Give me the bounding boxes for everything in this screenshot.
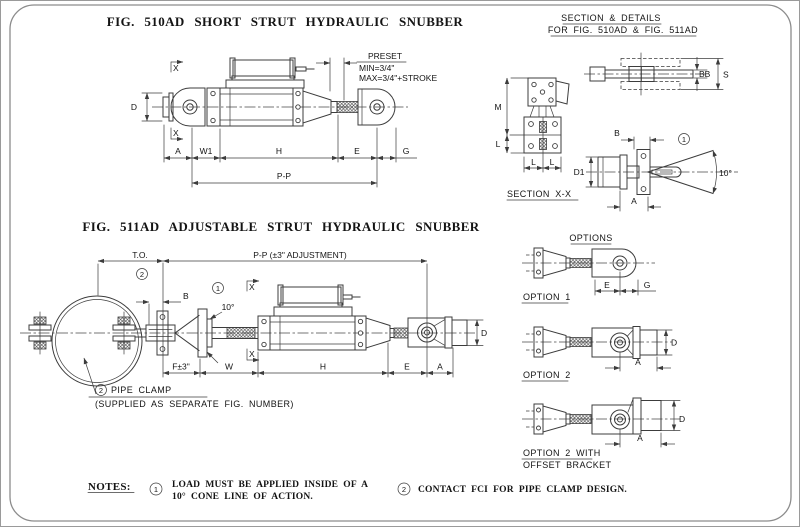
preset-max: MAX=3/4"+STROKE — [359, 73, 437, 83]
option-2-offset: D A OPTION 2 WITH OFFSET BRACKET — [521, 397, 685, 470]
note-ref-1: 1 — [682, 135, 686, 144]
fig510-dim-chain: A W1 H E G P-P — [163, 114, 417, 188]
rod-end-detail: BB S — [584, 52, 729, 96]
fig510-preset-dim: PRESET MIN=3/4" MAX=3/4"+STROKE — [316, 51, 437, 101]
dim-label-g: G — [403, 146, 410, 156]
dim-label-l-bottom1: L — [531, 157, 536, 167]
dim-label-h: H — [276, 146, 282, 156]
dim-label-s: S — [723, 70, 729, 80]
fig511-title: FIG. 511AD ADJUSTABLE STRUT HYDRAULIC SN… — [82, 219, 479, 234]
dim-label-a: A — [635, 357, 641, 367]
dim-label-f: F±3" — [172, 362, 190, 372]
fig511-dim-b: B — [136, 291, 189, 325]
dim-label-b: B — [183, 291, 189, 301]
dim-label-pp: P-P (±3" ADJUSTMENT) — [253, 250, 347, 260]
dim-label-a: A — [631, 196, 637, 206]
section-details: SECTION & DETAILS FOR FIG. 510AD & FIG. … — [494, 13, 738, 212]
option-2: D A OPTION 2 — [521, 326, 677, 382]
fig511-section-marker-bottom: X — [246, 348, 260, 363]
fig511-callouts: 1 2 10° — [136, 268, 235, 364]
dim-label-w: W — [225, 362, 233, 372]
option2-offset-label1: OPTION 2 WITH — [523, 448, 601, 458]
fig510-dim-d: D — [131, 92, 163, 122]
fig511-top-dims: T.O. P-P (±3" ADJUSTMENT) — [97, 250, 428, 378]
dim-label-d1: D1 — [574, 167, 585, 177]
note2-ref: 2 — [402, 485, 406, 494]
preset-min: MIN=3/4" — [359, 63, 394, 73]
pipe-clamp-note: (SUPPLIED AS SEPARATE FIG. NUMBER) — [95, 399, 294, 409]
section-x-label: X — [249, 282, 255, 292]
fig511-cylinder — [257, 284, 409, 351]
dim-label-d: D — [671, 338, 677, 348]
note1-ref-circle — [149, 482, 163, 496]
note-ref-1: 1 — [216, 284, 220, 293]
dim-label-g: G — [644, 280, 651, 290]
dim-label-l-bottom2: L — [550, 157, 555, 167]
dim-label-a: A — [637, 433, 643, 443]
section-x-label: X — [173, 128, 179, 138]
fig511-dim-d: D — [465, 319, 487, 346]
section-x-label: X — [249, 349, 255, 359]
option1-label: OPTION 1 — [523, 292, 571, 302]
options-heading: OPTIONS — [569, 233, 612, 243]
option2-offset-label2: OFFSET BRACKET — [523, 460, 612, 470]
dim-label-angle: 10° — [719, 168, 732, 178]
fig511-eye-block — [407, 316, 468, 349]
note1-ref: 1 — [154, 485, 158, 494]
note2-line: CONTACT FCI FOR PIPE CLAMP DESIGN. — [418, 485, 627, 495]
pipe-clamp-label: PIPE CLAMP — [111, 385, 172, 395]
dim-label-e: E — [604, 280, 610, 290]
section-details-heading1: SECTION & DETAILS — [561, 13, 661, 23]
dim-label-a: A — [175, 146, 181, 156]
note-ref-1-circle — [678, 133, 690, 145]
fig511-dim-chain: F±3" W H E A — [162, 342, 454, 378]
section-x-label: X — [173, 63, 179, 73]
dim-label-d: D — [131, 102, 137, 112]
cone-detail: 10° B 1 D1 A — [574, 128, 738, 212]
option-1: E G OPTION 1 — [521, 247, 656, 304]
dim-label-pp: P-P — [277, 171, 292, 181]
section-details-heading2: FOR FIG. 510AD & FIG. 511AD — [548, 25, 698, 35]
section-xx-view: M L L L SECTION X-X — [494, 77, 579, 201]
pipe-clamp — [28, 295, 143, 387]
dim-label-l: L — [496, 139, 501, 149]
fig510-section-marker-bottom: X — [170, 127, 184, 142]
note-ref-2: 2 — [140, 270, 144, 279]
fig511-section-marker-top: X — [246, 278, 260, 292]
fig511-front-assembly — [134, 308, 259, 358]
dim-label-h: H — [320, 362, 326, 372]
pipe-clamp-callout: 2 PIPE CLAMP (SUPPLIED AS SEPARATE FIG. … — [83, 357, 294, 409]
option2-label: OPTION 2 — [523, 370, 571, 380]
dim-label-m: M — [494, 102, 501, 112]
fig510-section-marker-top: X — [170, 59, 184, 73]
fig511ad: FIG. 511AD ADJUSTABLE STRUT HYDRAULIC SN… — [20, 219, 487, 409]
dim-label-e: E — [404, 362, 410, 372]
dim-label-a: A — [437, 362, 443, 372]
dim-label-d: D — [679, 414, 685, 424]
notes-heading: NOTES: — [88, 481, 131, 493]
dim-label-to: T.O. — [132, 250, 148, 260]
dim-label-w1: W1 — [200, 146, 213, 156]
dim-label-d: D — [481, 328, 487, 338]
section-xx-label: SECTION X-X — [507, 189, 571, 199]
dim-label-bb: BB — [699, 69, 711, 79]
fig510ad: FIG. 510AD SHORT STRUT HYDRAULIC SNUBBER — [107, 14, 464, 188]
dim-label-b: B — [614, 128, 620, 138]
fig510-title: FIG. 510AD SHORT STRUT HYDRAULIC SNUBBER — [107, 14, 464, 29]
preset-heading: PRESET — [368, 51, 402, 61]
dim-label-angle: 10° — [222, 302, 235, 312]
clamp-ref: 2 — [99, 386, 103, 395]
dim-label-e: E — [354, 146, 360, 156]
options-section: OPTIONS E G OPTION 1 — [521, 233, 685, 470]
fig510-body — [162, 57, 396, 127]
note1-line2: 10° CONE LINE OF ACTION. — [172, 491, 313, 502]
note2-ref-circle — [397, 482, 411, 496]
note1-line1: LOAD MUST BE APPLIED INSIDE OF A — [172, 480, 368, 490]
notes: NOTES: 1 LOAD MUST BE APPLIED INSIDE OF … — [87, 480, 627, 502]
